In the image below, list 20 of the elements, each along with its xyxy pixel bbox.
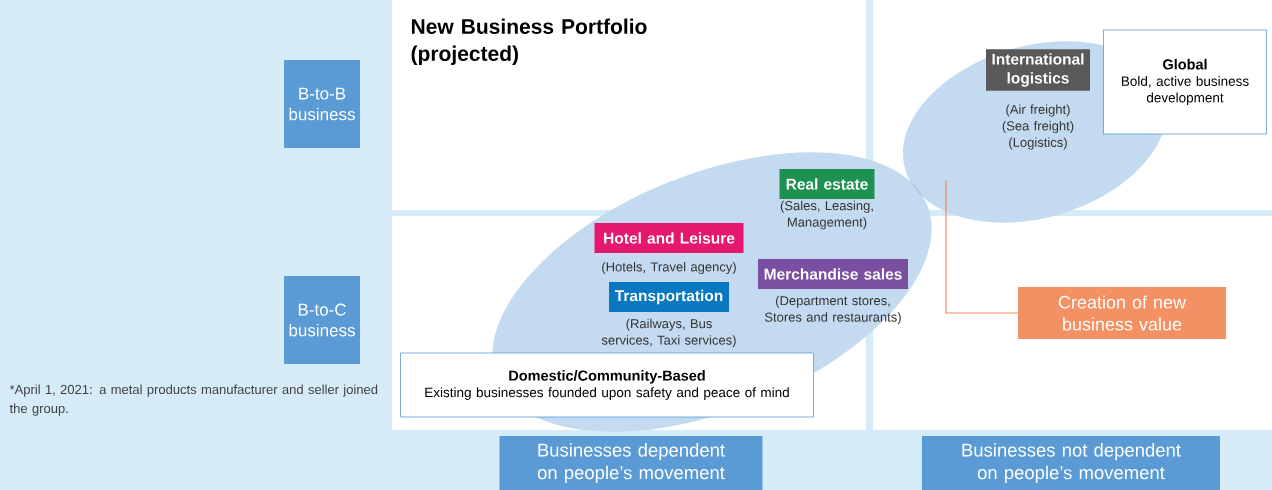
segment-box: Transportation xyxy=(609,282,729,312)
description-text: (Sales, Leasing, Management) xyxy=(780,200,873,230)
title: New Business Portfolio (projected) xyxy=(411,18,647,66)
region-box: Global Bold, active business development xyxy=(1103,29,1267,135)
description-text: (Department stores, Stores and restaurants) xyxy=(764,295,901,325)
segment-box: Hotel and Leisure xyxy=(594,223,744,253)
segment-box: International logistics xyxy=(986,49,1090,91)
segment-box: Merchandise sales xyxy=(758,259,908,289)
axis-label-box: Businesses not dependent on people’s movement xyxy=(922,436,1220,490)
description-text: (Railways, Bus services, Taxi services) xyxy=(601,318,736,348)
axis-label-box: Businesses dependent on people’s movement xyxy=(499,436,763,490)
description-text: (Air freight) (Sea freight) (Logistics) xyxy=(1002,104,1074,150)
category-box: B-to-C business xyxy=(284,276,360,364)
foundation-box: Domestic/Community-Based Existing businesses founded upon safety and peace of mind xyxy=(400,352,814,418)
footnote: *April 1, 2021: a metal products manufacturer and seller joined the group. xyxy=(9,384,378,416)
segment-box: Real estate xyxy=(779,169,875,199)
description-text: (Hotels, Travel agency) xyxy=(602,261,736,275)
category-box: B-to-B business xyxy=(284,60,360,148)
value-box: Creation of new business value xyxy=(1018,287,1226,339)
leader-line xyxy=(945,179,1019,314)
